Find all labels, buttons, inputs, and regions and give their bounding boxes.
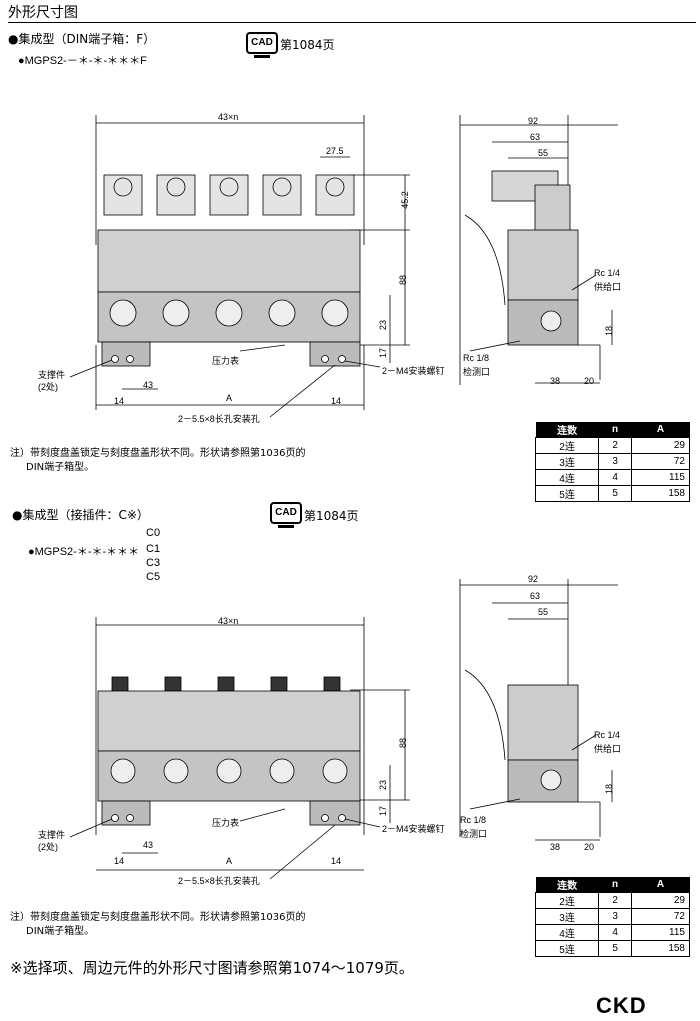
variant-c3: C3 (146, 557, 161, 569)
label-screw: 2－M4安装螺钉 (382, 824, 445, 834)
dim-width: 43×n (218, 112, 239, 122)
section-1-model: ●MGPS2-－＊-＊-＊＊＊F (18, 55, 147, 67)
label-holes: 2－5.5×8长孔安装孔 (178, 414, 260, 424)
section-2-title: ●集成型（接插件：C※） (12, 508, 149, 522)
th-count: 连数 (535, 877, 599, 893)
note-line-2: DIN端子箱型。 (26, 926, 95, 937)
label-holes: 2－5.5×8长孔安装孔 (178, 876, 260, 886)
dim-width: 43×n (218, 616, 239, 626)
dim-14b: 14 (331, 856, 342, 866)
th-count: 连数 (535, 422, 599, 438)
cad-icon: CAD (270, 502, 302, 528)
dim-18: 18 (604, 783, 615, 795)
dim-h2: 88 (398, 737, 409, 749)
dim-A: A (226, 856, 233, 866)
dim-A: A (226, 393, 233, 403)
variant-c1: C1 (146, 543, 161, 555)
label-rc18: Rc 1/8 (463, 353, 490, 363)
dim-h2: 88 (398, 274, 409, 286)
dim-18: 18 (604, 325, 615, 337)
th-n: n (598, 422, 632, 438)
th-A: A (631, 422, 690, 438)
dim-14b: 14 (331, 396, 342, 406)
cad-page-link[interactable]: 第1084页 (280, 38, 335, 52)
footer-note: ※选择项、周边元件的外形尺寸图请参照第1074～1079页。 (10, 959, 414, 977)
label-support: 支撑件 (38, 370, 66, 380)
dim-55: 55 (538, 607, 549, 617)
dim-h1: 45.2 (399, 191, 410, 209)
dim-92: 92 (528, 574, 539, 584)
label-rc14: Rc 1/4 (594, 730, 621, 740)
note-line-2: DIN端子箱型。 (26, 462, 95, 473)
variant-c5: C5 (146, 571, 161, 583)
label-support-qty: (2处) (38, 382, 58, 392)
dim-14a: 14 (114, 396, 125, 406)
dim-h3: 23 (378, 319, 389, 331)
page-title: 外形尺寸图 (8, 5, 78, 21)
note-line-1: 注）带刻度盘盖锁定与刻度盘盖形状不同。形状请参照第1036页的 (10, 448, 306, 459)
note-line-1: 注）带刻度盘盖锁定与刻度盘盖形状不同。形状请参照第1036页的 (10, 912, 306, 923)
label-screw: 2－M4安装螺钉 (382, 366, 445, 376)
dim-14a: 14 (114, 856, 125, 866)
label-supply: 供给口 (594, 282, 622, 292)
label-support: 支撑件 (38, 830, 66, 840)
title-bar (8, 2, 696, 23)
variant-c0: C0 (146, 527, 161, 539)
front-view-drawing-1 (69, 115, 618, 418)
dim-20: 20 (584, 842, 595, 852)
cad-page-link[interactable]: 第1084页 (304, 509, 359, 523)
label-gauge: 压力表 (212, 356, 240, 366)
dim-63: 63 (530, 591, 541, 601)
front-view-drawing-2 (69, 579, 618, 880)
section-1-title: ●集成型（DIN端子箱：F） (8, 32, 156, 46)
label-check: 检测口 (463, 367, 491, 377)
dim-92: 92 (528, 116, 539, 126)
dim-20: 20 (584, 376, 595, 386)
brand-logo: CKD (596, 993, 647, 1018)
cad-icon: CAD (246, 32, 278, 58)
dim-43: 43 (143, 380, 154, 390)
label-check: 检测口 (460, 829, 488, 839)
label-support-qty: (2处) (38, 842, 58, 852)
dim-h4: 17 (378, 805, 389, 817)
dim-63: 63 (530, 132, 541, 142)
dim-h4: 17 (378, 347, 389, 359)
dim-38: 38 (550, 842, 561, 852)
label-rc14: Rc 1/4 (594, 268, 621, 278)
dim-43: 43 (143, 840, 154, 850)
th-n: n (598, 877, 632, 893)
th-A: A (631, 877, 690, 893)
dim-38: 38 (550, 376, 561, 386)
section-2-model: ●MGPS2-＊-＊-＊＊＊ (28, 546, 140, 558)
label-gauge: 压力表 (212, 818, 240, 828)
dim-55: 55 (538, 148, 549, 158)
label-supply: 供给口 (594, 744, 622, 754)
label-rc18: Rc 1/8 (460, 815, 487, 825)
dim-h3: 23 (378, 779, 389, 791)
dim-pitch: 27.5 (326, 146, 344, 156)
